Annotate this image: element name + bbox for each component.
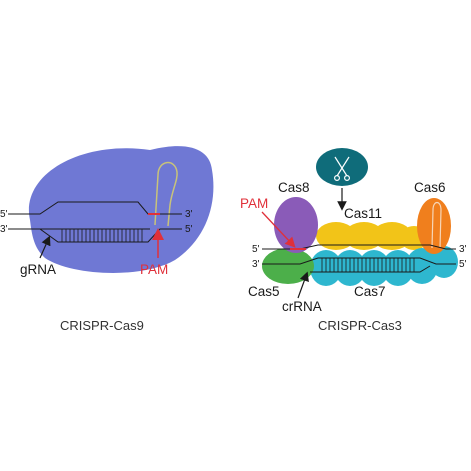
cas3-pam-arrow — [261, 211, 296, 248]
cas9-top-right-end: 3' — [185, 209, 193, 220]
cas3-dna-bottom-strand — [262, 257, 456, 265]
cas11-label: Cas11 — [344, 206, 382, 221]
cas3-caption: CRISPR-Cas3 — [318, 318, 402, 333]
grna-arrow — [39, 235, 51, 259]
cas7-label: Cas7 — [354, 284, 386, 299]
scissors-icon — [334, 156, 351, 182]
cas9-base-pairs — [61, 229, 143, 242]
cas5-subunit — [262, 248, 314, 284]
cas9-bottom-right-end: 5' — [185, 224, 193, 235]
cas3-bottom-left-end: 3' — [252, 259, 260, 270]
cas3-panel: 5' 3' 3' 5' Cas8 Cas6 Cas11 Cas7 Cas5 cr… — [240, 148, 467, 333]
cas3-base-pairs — [321, 258, 415, 272]
cas5-label: Cas5 — [248, 284, 280, 299]
cas6-label: Cas6 — [414, 180, 446, 195]
cas3-crrna-strand — [310, 265, 431, 273]
cas6-crrna-hairpin — [431, 201, 442, 249]
cas3-top-left-end: 5' — [252, 244, 260, 255]
cas3-bottom-right-end: 5' — [459, 259, 467, 270]
cas9-top-left-end: 5' — [0, 209, 8, 220]
cas9-pam-label: PAM — [140, 262, 168, 277]
cas8-label: Cas8 — [278, 180, 310, 195]
crrna-label: crRNA — [282, 299, 322, 314]
cas9-bottom-left-end: 3' — [0, 224, 8, 235]
cas11-subunits — [316, 222, 428, 250]
cas3-top-right-end: 3' — [459, 244, 467, 255]
cas9-caption: CRISPR-Cas9 — [60, 318, 144, 333]
cas6-subunit — [417, 198, 451, 254]
crrna-arrow — [297, 271, 309, 299]
grna-hairpin — [154, 161, 178, 227]
cas8-subunit — [274, 197, 318, 253]
cas3-pam-label: PAM — [240, 196, 268, 211]
cas9-panel: 5' 3' 3' 5' gRNA PAM CRISPR-Cas9 — [0, 146, 214, 333]
cas9-protein — [28, 146, 214, 273]
grna-label: gRNA — [20, 262, 56, 277]
